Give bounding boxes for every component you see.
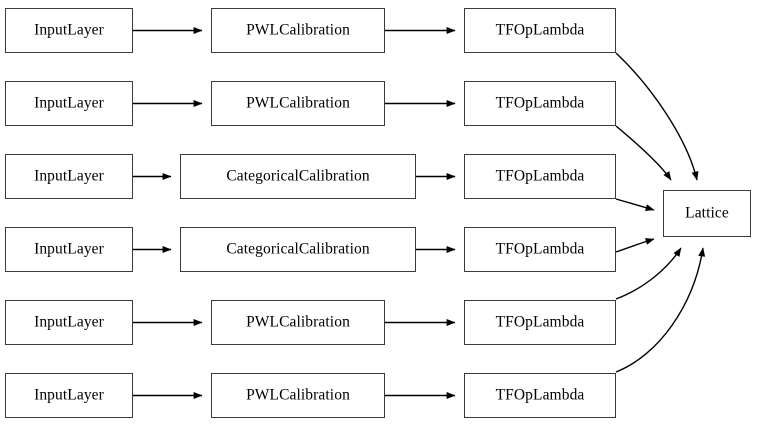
node-op-2[interactable]: TFOpLambda <box>464 81 616 126</box>
node-label: InputLayer <box>34 240 104 258</box>
node-label: Lattice <box>685 204 729 222</box>
node-label: InputLayer <box>34 21 104 39</box>
node-op-5[interactable]: TFOpLambda <box>464 300 616 345</box>
node-op-1[interactable]: TFOpLambda <box>464 8 616 53</box>
node-input-layer-4[interactable]: InputLayer <box>5 227 133 272</box>
node-label: CategoricalCalibration <box>226 167 370 185</box>
node-lattice-output[interactable]: Lattice <box>663 190 751 237</box>
node-input-layer-2[interactable]: InputLayer <box>5 81 133 126</box>
node-op-6[interactable]: TFOpLambda <box>464 373 616 418</box>
edge-row3-op-to-lattice <box>615 198 655 211</box>
node-label: TFOpLambda <box>495 240 585 258</box>
node-label: PWLCalibration <box>246 21 350 39</box>
node-label: InputLayer <box>34 94 104 112</box>
node-calibration-5[interactable]: PWLCalibration <box>211 300 385 345</box>
node-label: PWLCalibration <box>246 386 350 404</box>
node-label: TFOpLambda <box>495 386 585 404</box>
edge-row5-op-to-lattice <box>615 247 682 300</box>
edge-row4-op-to-lattice <box>615 238 655 253</box>
node-input-layer-1[interactable]: InputLayer <box>5 8 133 53</box>
node-label: PWLCalibration <box>246 94 350 112</box>
node-label: TFOpLambda <box>495 167 585 185</box>
edge-row1-op-to-lattice <box>615 52 699 181</box>
node-calibration-1[interactable]: PWLCalibration <box>211 8 385 53</box>
node-op-4[interactable]: TFOpLambda <box>464 227 616 272</box>
node-calibration-2[interactable]: PWLCalibration <box>211 81 385 126</box>
node-calibration-4[interactable]: CategoricalCalibration <box>180 227 416 272</box>
node-label: InputLayer <box>34 167 104 185</box>
node-label: TFOpLambda <box>495 94 585 112</box>
node-label: TFOpLambda <box>495 21 585 39</box>
edge-row6-op-to-lattice <box>615 247 706 373</box>
node-op-3[interactable]: TFOpLambda <box>464 154 616 199</box>
node-label: TFOpLambda <box>495 313 585 331</box>
node-input-layer-5[interactable]: InputLayer <box>5 300 133 345</box>
node-label: InputLayer <box>34 313 104 331</box>
node-input-layer-3[interactable]: InputLayer <box>5 154 133 199</box>
node-input-layer-6[interactable]: InputLayer <box>5 373 133 418</box>
node-label: CategoricalCalibration <box>226 240 370 258</box>
node-calibration-6[interactable]: PWLCalibration <box>211 373 385 418</box>
edge-row2-op-to-lattice <box>615 125 672 181</box>
node-calibration-3[interactable]: CategoricalCalibration <box>180 154 416 199</box>
node-label: InputLayer <box>34 386 104 404</box>
node-label: PWLCalibration <box>246 313 350 331</box>
